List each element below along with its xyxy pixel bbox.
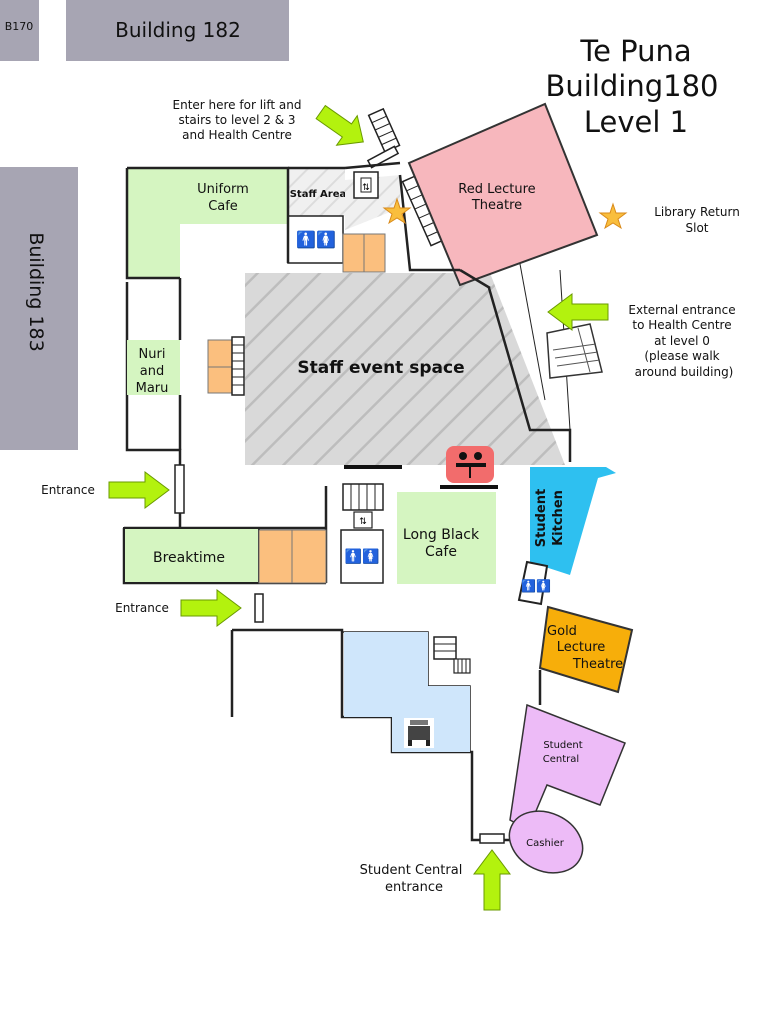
svg-text:Nuri: Nuri: [139, 347, 166, 362]
note-enter-lift: Enter here for lift and stairs to level …: [173, 98, 302, 142]
map-title: Te Puna Building180 Level 1: [546, 34, 719, 139]
svg-text:Enter here for lift and: Enter here for lift and: [173, 98, 302, 112]
svg-text:Kitchen: Kitchen: [551, 490, 566, 546]
student-study-area: [344, 632, 470, 752]
red-lecture-theatre: Red Lecture Theatre: [407, 102, 599, 287]
svg-text:Maru: Maru: [136, 381, 169, 396]
svg-text:⇅: ⇅: [362, 183, 370, 193]
note-student-central-entrance: Student Central entrance: [360, 863, 463, 895]
svg-text:Building 182: Building 182: [115, 18, 241, 42]
copier-icon: [404, 718, 434, 748]
svg-text:Gold: Gold: [547, 624, 577, 639]
lift-icon: ⇅: [353, 171, 379, 199]
breaktime: Breaktime: [123, 527, 260, 584]
svg-text:Building 183: Building 183: [25, 232, 47, 351]
note-library-return: Library Return Slot: [654, 205, 740, 235]
student-kitchen: Student Kitchen: [530, 467, 616, 575]
door-block: [207, 339, 233, 368]
toilet-icon: 🚹🚺: [340, 529, 384, 584]
svg-text:⇅: ⇅: [359, 517, 367, 527]
svg-text:Staff Area: Staff Area: [290, 189, 347, 200]
svg-text:Level 1: Level 1: [584, 105, 688, 139]
star-icon: [382, 197, 412, 225]
door-block: [363, 233, 386, 273]
svg-text:Central: Central: [543, 754, 579, 765]
svg-text:Theatre: Theatre: [471, 198, 522, 213]
entrance-door: [254, 593, 264, 623]
uniform-cafe: Uniform Cafe: [127, 168, 288, 278]
svg-text:Long Black: Long Black: [403, 527, 480, 543]
svg-text:and: and: [140, 364, 164, 379]
student-central: Student Central: [509, 703, 626, 832]
lift-icon: ⇅: [353, 511, 373, 529]
svg-text:Student: Student: [543, 740, 582, 751]
svg-text:B170: B170: [5, 20, 34, 33]
gold-lecture-theatre: Gold Lecture Theatre: [538, 605, 634, 694]
svg-text:Student: Student: [534, 489, 549, 547]
door-block: [258, 529, 293, 584]
svg-text:🚹🚺: 🚹🚺: [345, 548, 380, 565]
svg-text:Student Central: Student Central: [360, 863, 463, 878]
svg-text:around building): around building): [635, 365, 734, 379]
note-entrance-left: Entrance: [41, 483, 95, 497]
svg-text:Staff event space: Staff event space: [297, 358, 464, 378]
svg-text:Theatre: Theatre: [572, 657, 623, 672]
note-external-entrance: External entrance to Health Centre at le…: [628, 303, 735, 379]
svg-text:Te Puna: Te Puna: [579, 34, 691, 68]
cashier: Cashier: [508, 810, 584, 874]
building-b170: B170: [0, 0, 39, 61]
arrow-icon: [315, 104, 364, 146]
building-182: Building 182: [66, 0, 289, 61]
meeting-icon: [446, 446, 494, 483]
arrow-icon: [108, 471, 170, 509]
svg-text:🚹🚺: 🚹🚺: [296, 230, 336, 249]
entrance-door: [479, 833, 505, 844]
svg-text:Library Return: Library Return: [654, 205, 740, 219]
arrow-icon: [180, 589, 242, 627]
stairs-icon: [433, 636, 471, 674]
svg-text:and Health Centre: and Health Centre: [182, 128, 292, 142]
svg-text:Red Lecture: Red Lecture: [458, 182, 535, 197]
door-block: [207, 366, 233, 394]
svg-text:stairs to level 2 & 3: stairs to level 2 & 3: [178, 113, 295, 127]
svg-text:Building180: Building180: [546, 69, 719, 103]
toilet-icon: 🚹🚺: [287, 215, 344, 264]
svg-text:Uniform: Uniform: [197, 182, 249, 197]
svg-text:Lecture: Lecture: [557, 640, 606, 655]
svg-text:(please walk: (please walk: [644, 349, 719, 363]
arrow-icon: [547, 293, 609, 331]
star-icon: [598, 202, 628, 230]
entrance-door: [366, 145, 400, 169]
svg-text:🚹🚺: 🚹🚺: [521, 579, 551, 593]
nuri-and-maru: Nuri and Maru: [127, 340, 180, 396]
counter: [344, 465, 402, 469]
counter: [440, 485, 498, 489]
stairs-icon: [546, 323, 603, 379]
svg-text:Cafe: Cafe: [425, 544, 457, 560]
note-entrance-mid: Entrance: [115, 601, 169, 615]
long-black-cafe: Long Black Cafe: [397, 492, 496, 584]
arrow-icon: [473, 849, 511, 911]
svg-text:to Health Centre: to Health Centre: [632, 318, 731, 332]
svg-text:External entrance: External entrance: [628, 303, 735, 317]
toilet-icon: 🚹🚺: [517, 560, 551, 606]
staff-area: Staff Area: [288, 168, 346, 216]
door-block: [342, 233, 365, 273]
stairs-icon: [342, 483, 384, 511]
svg-text:Slot: Slot: [686, 221, 709, 235]
stairs-icon: [231, 336, 245, 396]
svg-text:Cafe: Cafe: [208, 199, 238, 214]
svg-text:at level 0: at level 0: [654, 334, 710, 348]
staff-event-space: Staff event space: [245, 273, 565, 465]
building-183: Building 183: [0, 167, 78, 450]
svg-text:entrance: entrance: [385, 880, 443, 895]
svg-text:Cashier: Cashier: [526, 838, 565, 849]
svg-text:Breaktime: Breaktime: [153, 550, 225, 566]
stairs-icon: [367, 107, 401, 153]
entrance-door: [174, 464, 185, 514]
door-block: [291, 529, 327, 584]
